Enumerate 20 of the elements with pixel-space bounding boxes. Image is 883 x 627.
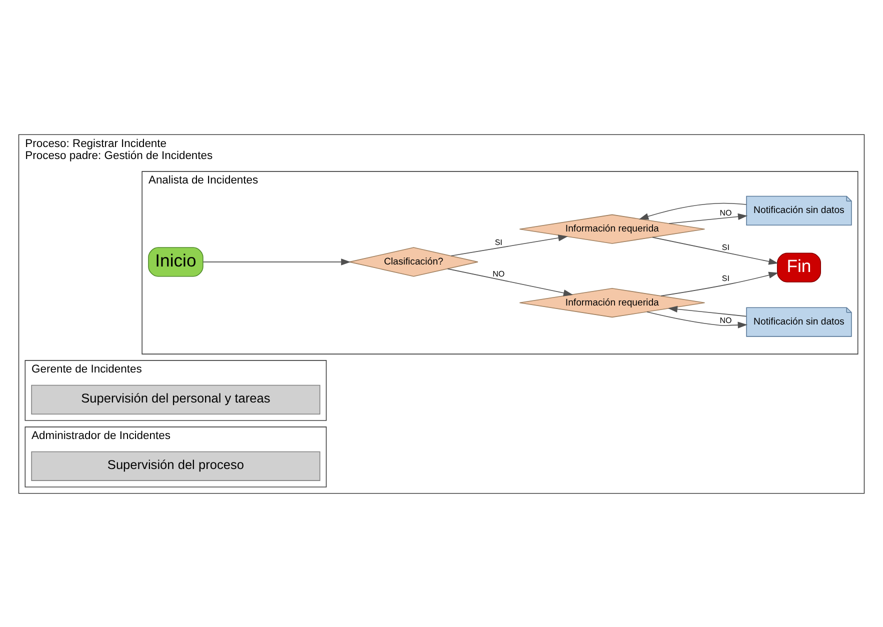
edge-label: SI <box>494 238 502 247</box>
arrow <box>652 236 778 264</box>
node-box: Fin <box>776 252 821 282</box>
arrow <box>447 268 574 296</box>
arrow <box>646 310 748 328</box>
arrow <box>638 202 747 220</box>
edge-label: SI <box>722 242 730 252</box>
arrow <box>660 271 778 296</box>
node-box: Supervisión del personal y tareas <box>31 384 320 414</box>
edge-label: NO <box>720 315 732 324</box>
node-box: Inicio <box>148 246 204 276</box>
node-diamond: Clasificación? <box>349 246 478 276</box>
node-box: Supervisión del proceso <box>31 450 320 480</box>
arrow <box>450 234 568 256</box>
arrow <box>668 212 748 224</box>
edge-label: NO <box>492 268 505 278</box>
arrow <box>668 305 747 316</box>
edge-label: NO <box>720 208 732 217</box>
arrow <box>202 258 351 265</box>
edge-label: SI <box>722 274 730 283</box>
